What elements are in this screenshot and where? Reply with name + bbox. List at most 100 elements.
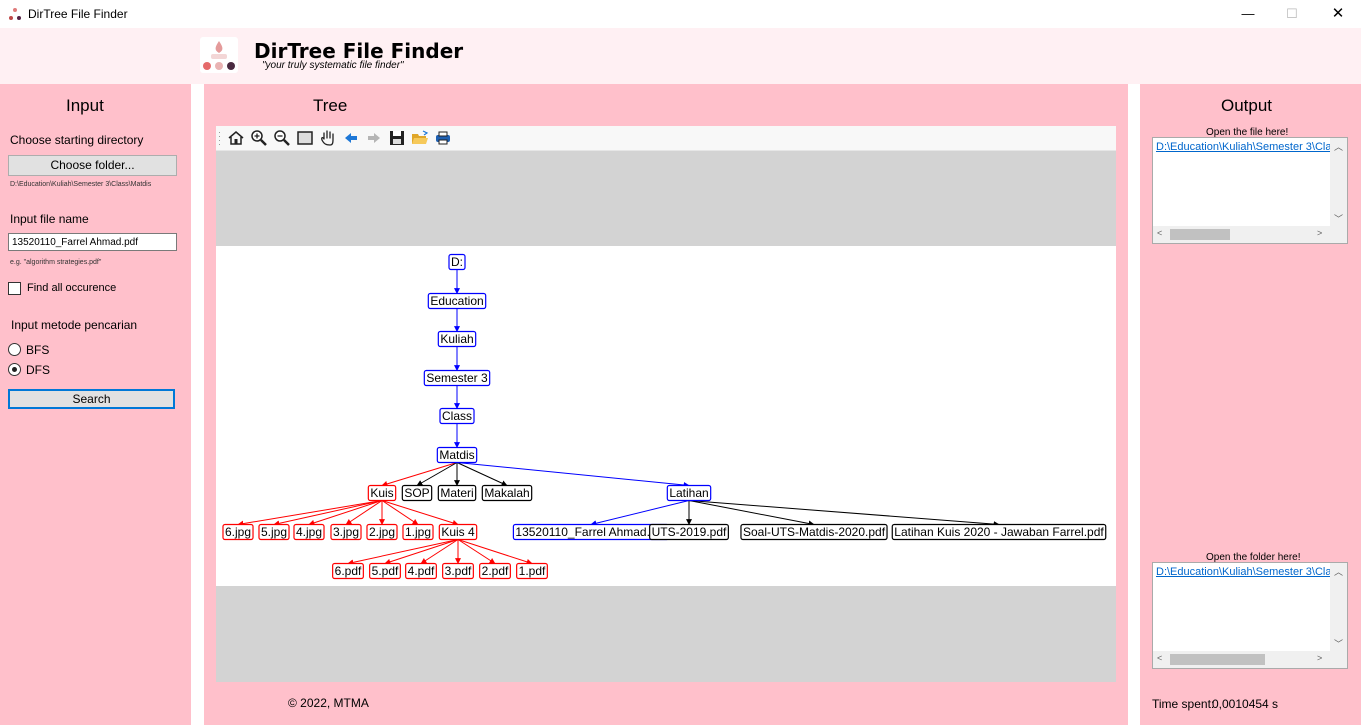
save-icon[interactable] — [388, 129, 406, 147]
dfs-label: DFS — [26, 363, 50, 377]
tree-edge — [381, 500, 419, 525]
tree-node-box — [666, 484, 712, 502]
tree-node-label: 2.jpg — [369, 525, 395, 539]
tree-node-box — [481, 484, 533, 502]
tree-node-box — [427, 292, 487, 310]
tree-edge — [688, 500, 815, 527]
scroll-right-icon[interactable]: > — [1317, 653, 1323, 663]
tree-node-k1: 1.jpg — [402, 523, 434, 541]
tree-node-latihan: Latihan — [666, 484, 712, 502]
tree-node-box — [439, 407, 475, 425]
tree-edge — [237, 500, 383, 527]
tree-edge — [590, 500, 690, 527]
file-box-hscrollbar[interactable]: < > — [1153, 226, 1347, 243]
scroll-left-icon[interactable]: < — [1157, 228, 1163, 238]
close-button[interactable]: ✕ — [1331, 5, 1345, 22]
maximize-button[interactable]: ☐ — [1286, 6, 1298, 21]
zoom-in-icon[interactable] — [250, 129, 268, 147]
tree-node-label: 1.jpg — [405, 525, 431, 539]
tree-edge — [457, 539, 533, 565]
tree-node-kuis: Kuis — [367, 484, 397, 502]
tree-node-box — [332, 562, 364, 580]
copyright-text: © 2022, MTMA — [288, 696, 369, 710]
tree-node-farrel: 13520110_Farrel Ahmad.pdf — [512, 523, 670, 541]
tree-node-label: 5.jpg — [261, 525, 287, 539]
folder-box-scroll-thumb[interactable] — [1170, 654, 1265, 665]
home-icon[interactable] — [227, 129, 245, 147]
tree-node-box — [258, 523, 290, 541]
back-arrow-icon[interactable] — [342, 129, 360, 147]
find-all-checkbox[interactable] — [8, 282, 21, 295]
tree-node-label: 6.jpg — [225, 525, 251, 539]
tree-node-label: 1.pdf — [519, 564, 546, 578]
tree-node-label: D: — [451, 255, 463, 269]
file-link[interactable]: D:\Education\Kuliah\Semester 3\Class\Mat… — [1156, 141, 1331, 153]
open-folder-icon[interactable] — [411, 129, 429, 147]
minimize-button[interactable]: — — [1241, 6, 1255, 21]
zoom-out-icon[interactable] — [273, 129, 291, 147]
tree-node-label: Matdis — [439, 448, 474, 462]
pan-hand-icon[interactable] — [319, 129, 337, 147]
forward-arrow-icon[interactable] — [365, 129, 383, 147]
scroll-up-icon[interactable]: ︿ — [1334, 567, 1344, 577]
file-link-box[interactable]: D:\Education\Kuliah\Semester 3\Class\Mat… — [1152, 137, 1348, 244]
folder-box-vscrollbar[interactable]: ︿ ﹀ — [1330, 563, 1347, 652]
scroll-down-icon[interactable]: ﹀ — [1334, 214, 1344, 224]
scroll-down-icon[interactable]: ﹀ — [1334, 639, 1344, 649]
tree-node-label: 6.pdf — [335, 564, 362, 578]
tree-node-kuis4: Kuis 4 — [438, 523, 478, 541]
folder-link-box[interactable]: D:\Education\Kuliah\Semester 3\Class\Mat… — [1152, 562, 1348, 669]
tree-edge — [345, 500, 383, 525]
file-name-hint: e.g. "algorithm strategies.pdf" — [10, 259, 102, 266]
tree-node-box — [479, 562, 511, 580]
tree-node-label: 3.jpg — [333, 525, 359, 539]
tree-edge — [416, 462, 458, 486]
tree-node-label: Soal-UTS-Matdis-2020.pdf — [743, 525, 886, 539]
scroll-left-icon[interactable]: < — [1157, 653, 1163, 663]
tree-node-p5: 5.pdf — [369, 562, 401, 580]
tree-node-label: Education — [430, 294, 483, 308]
tree-node-mat: Matdis — [436, 446, 478, 464]
tree-node-edu: Education — [427, 292, 487, 310]
bfs-radio[interactable] — [8, 343, 21, 356]
tree-node-box — [740, 523, 888, 541]
scroll-right-icon[interactable]: > — [1317, 228, 1323, 238]
dfs-radio[interactable] — [8, 363, 21, 376]
tree-node-k6: 6.jpg — [222, 523, 254, 541]
search-button[interactable]: Search — [8, 389, 175, 409]
file-box-scroll-thumb[interactable] — [1170, 229, 1230, 240]
fit-icon[interactable] — [296, 129, 314, 147]
tree-node-box — [222, 523, 254, 541]
tree-node-sem: Semester 3 — [423, 369, 491, 387]
tree-node-label: Makalah — [484, 486, 529, 500]
print-icon[interactable] — [434, 129, 452, 147]
tree-node-cls: Class — [439, 407, 475, 425]
choose-folder-button[interactable]: Choose folder... — [8, 155, 177, 176]
selected-path: D:\Education\Kuliah\Semester 3\Class\Mat… — [10, 181, 152, 188]
tree-edge — [456, 462, 690, 488]
toolbar-grip-icon — [219, 132, 220, 145]
tree-node-k4: 4.jpg — [293, 523, 325, 541]
input-heading: Input — [66, 96, 104, 115]
file-box-vscrollbar[interactable]: ︿ ﹀ — [1330, 138, 1347, 227]
tree-node-box — [438, 523, 478, 541]
scroll-up-icon[interactable]: ︿ — [1334, 142, 1344, 152]
file-name-input[interactable]: 13520110_Farrel Ahmad.pdf — [8, 233, 177, 251]
file-name-label: Input file name — [10, 212, 89, 226]
tree-node-k3: 3.jpg — [330, 523, 362, 541]
tree-node-box — [423, 369, 491, 387]
folder-link[interactable]: D:\Education\Kuliah\Semester 3\Class\Mat… — [1156, 566, 1331, 578]
choose-dir-label: Choose starting directory — [10, 133, 144, 147]
app-title: DirTree File Finder — [254, 39, 464, 63]
tree-node-label: 2.pdf — [482, 564, 509, 578]
tree-node-label: Kuliah — [440, 332, 473, 346]
input-panel: Input Choose starting directory Choose f… — [0, 84, 191, 725]
tree-node-box — [330, 523, 362, 541]
tree-node-p1: 1.pdf — [516, 562, 548, 580]
tree-node-box — [405, 562, 437, 580]
folder-box-hscrollbar[interactable]: < > — [1153, 651, 1347, 668]
tree-node-box — [401, 484, 433, 502]
